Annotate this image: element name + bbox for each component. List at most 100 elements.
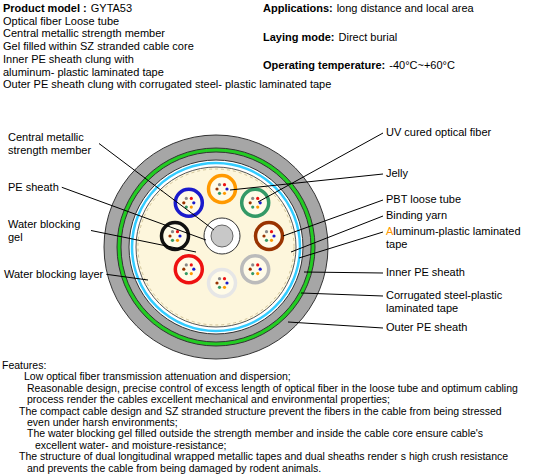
spec-line: Direct burial <box>339 31 398 43</box>
optical-fiber <box>251 197 254 200</box>
feature-item: The structure of dual longitudinal wrapp… <box>2 451 527 474</box>
binding-yarn <box>138 169 294 325</box>
optical-fiber <box>225 281 228 284</box>
pbt-loose-tube <box>175 256 202 283</box>
optical-fiber <box>215 281 218 284</box>
leader-line <box>301 293 383 296</box>
optical-fiber <box>270 230 273 233</box>
leader-line <box>304 272 383 273</box>
optical-fiber <box>256 197 259 200</box>
optical-fiber <box>215 187 218 190</box>
feature-item: The water blocking gel filled outside th… <box>2 428 527 451</box>
spec-row: Inner PE sheath clung with aluminum- pla… <box>3 53 183 78</box>
pbt-loose-tube <box>242 189 269 216</box>
pbt-loose-tube <box>209 270 236 297</box>
optical-fiber <box>218 183 221 186</box>
optical-fiber <box>176 230 179 233</box>
optical-fiber <box>249 268 252 271</box>
optical-fiber <box>218 286 221 289</box>
callout-label: Aluminum-plastic laminated tape <box>386 225 521 250</box>
spec-line: GYTA53 <box>91 2 132 14</box>
pbt-loose-tube <box>175 189 202 216</box>
leader-line <box>299 232 383 258</box>
leader-line <box>99 144 214 231</box>
leader-line <box>62 187 206 240</box>
optical-fiber <box>185 272 188 275</box>
optical-fiber <box>270 239 273 242</box>
optical-fiber <box>223 183 226 186</box>
pe-sheath <box>204 218 240 254</box>
optical-fiber <box>251 206 254 209</box>
optical-fiber <box>192 268 195 271</box>
optical-fiber <box>249 201 252 204</box>
optical-fiber <box>262 234 265 237</box>
optical-fiber <box>185 197 188 200</box>
spec-line: Applications: <box>263 2 333 14</box>
spec-line: Outer PE sheath clung with corrugated st… <box>3 78 331 91</box>
features-heading: Features: <box>2 360 527 371</box>
callout-label: Outer PE sheath <box>386 321 467 334</box>
pbt-loose-tube <box>242 256 269 283</box>
optical-fiber <box>223 286 226 289</box>
optical-fiber <box>256 272 259 275</box>
optical-fiber <box>185 263 188 266</box>
optical-fiber <box>190 272 193 275</box>
leader-line <box>258 133 383 202</box>
corrugated-steel-tape <box>117 148 315 346</box>
optical-fiber <box>178 234 181 237</box>
optical-fiber <box>272 234 275 237</box>
spec-line: Operating temperature: <box>263 59 385 71</box>
optical-fiber <box>190 206 193 209</box>
spec-row: Applications: long distance and local are… <box>263 2 474 15</box>
spec-block: Applications: long distance and local are… <box>263 2 474 88</box>
optical-fiber <box>182 268 185 271</box>
callout-label: PE sheath <box>8 181 59 194</box>
callout-label: Water blocking gel <box>8 218 88 243</box>
optical-fiber <box>223 192 226 195</box>
optical-fiber <box>265 230 268 233</box>
callout-label: PBT loose tube <box>386 193 461 206</box>
optical-fiber <box>251 263 254 266</box>
spec-row: Laying mode: Direct burial <box>263 31 474 44</box>
optical-fiber <box>190 197 193 200</box>
optical-fiber <box>256 206 259 209</box>
optical-fiber <box>182 201 185 204</box>
spec-line: Inner PE sheath clung with aluminum- pla… <box>3 53 183 78</box>
callout-label: Corrugated steel-plastic laminated tape <box>386 289 521 314</box>
optical-fiber <box>251 272 254 275</box>
optical-fiber <box>265 239 268 242</box>
spec-line: Product model : <box>3 2 87 14</box>
leader-line <box>288 322 383 328</box>
optical-fiber <box>171 230 174 233</box>
optical-fiber <box>171 239 174 242</box>
outer-pe-sheath <box>104 135 328 359</box>
optical-fiber <box>168 234 171 237</box>
aluminum-tape <box>132 163 300 331</box>
central-strength-member <box>211 225 233 247</box>
feature-item: Reasonable design, precise control of ex… <box>2 383 527 406</box>
optical-fiber <box>192 201 195 204</box>
optical-fiber <box>218 277 221 280</box>
inner-pe-sheath <box>121 152 311 342</box>
optical-fiber <box>225 187 228 190</box>
optical-fiber <box>190 263 193 266</box>
spec-row: Outer PE sheath clung with corrugated st… <box>3 78 331 91</box>
callout-label: Binding yarn <box>386 209 447 222</box>
pbt-loose-tube <box>256 223 283 250</box>
spec-line: Laying mode: <box>263 31 335 43</box>
callout-label: Water blocking layer <box>4 268 103 281</box>
spec-line: Optical fiber Loose tube <box>3 15 331 28</box>
optical-fiber <box>256 263 259 266</box>
callout-label: Inner PE sheath <box>386 266 465 279</box>
spec-row: Operating temperature:-40°C~+60°C <box>263 59 474 72</box>
callout-label: Central metallic strength member <box>8 131 96 156</box>
spec-block: Product model : GYTA53Optical fiber Loose… <box>3 2 331 91</box>
optical-fiber <box>176 239 179 242</box>
optical-fiber <box>218 192 221 195</box>
feature-item: The compact cable design and SZ stranded… <box>2 406 527 429</box>
optical-fiber <box>259 268 262 271</box>
spec-line: long distance and local area <box>337 2 474 14</box>
leader-line <box>91 231 196 253</box>
pbt-loose-tube <box>209 176 236 203</box>
